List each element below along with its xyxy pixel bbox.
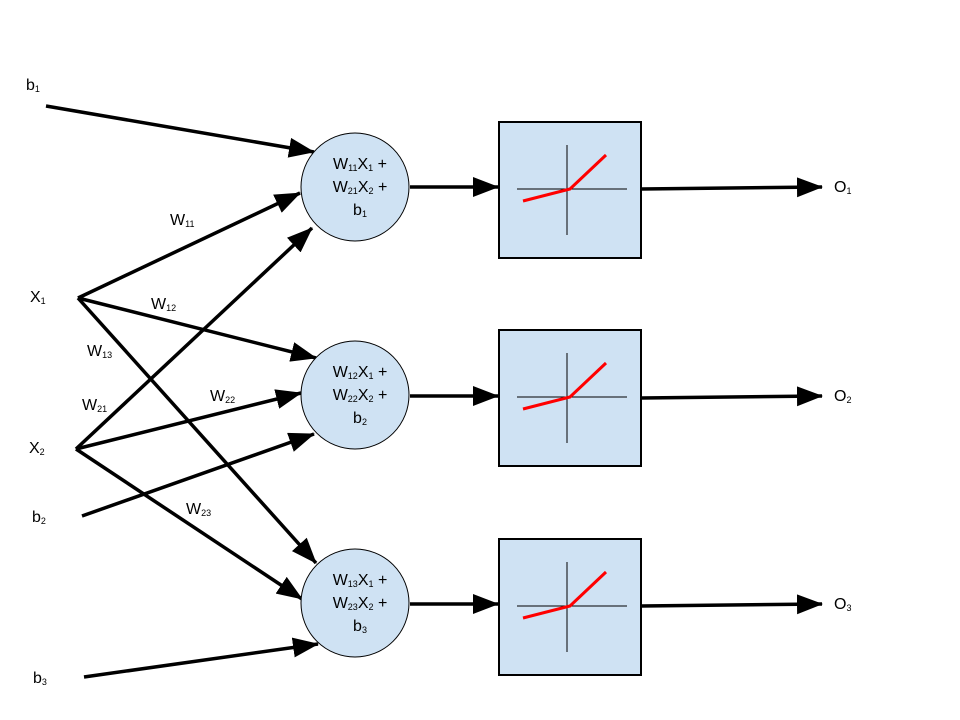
sum-node-1-text: W11X1 + W21X2 + b1: [332, 156, 388, 219]
output-label-o1: O1: [834, 179, 852, 196]
weight-label-w23: W23: [186, 501, 212, 518]
edge-act3-out3: [640, 594, 823, 615]
weight-label-w11: W11: [170, 212, 195, 229]
edge-x1-sum1: [77, 191, 301, 300]
input-label-x1: X1: [30, 289, 46, 306]
edge-x2-sum2: [75, 389, 302, 451]
edge-act2-out2: [640, 386, 823, 407]
relu-curve-icon: [522, 570, 608, 620]
weight-label-w21: W21: [82, 397, 108, 414]
activation-box-3: [498, 538, 642, 676]
bias-label-b1: b1: [26, 77, 40, 94]
sum-node-3: [300, 548, 410, 658]
weight-label-w22: W22: [210, 388, 236, 405]
relu-curve-icon: [522, 361, 608, 411]
relu-curve-icon: [522, 153, 608, 203]
input-label-x2: X2: [29, 440, 45, 457]
edge-act1-out1: [640, 177, 823, 198]
sum-node-2: [300, 340, 410, 450]
sum-node-3-text: W13X1 + W23X2 + b3: [332, 572, 388, 635]
sum-node-2-text: W12X1 + W22X2 + b2: [332, 364, 388, 427]
output-label-o3: O3: [834, 596, 852, 613]
edge-b2-sum2: [81, 432, 315, 518]
activation-box-1: [498, 121, 642, 259]
sum-node-1: [300, 132, 410, 242]
bias-label-b2: b2: [32, 509, 46, 526]
bias-label-b3: b3: [33, 670, 47, 687]
edge-x1-sum2: [77, 296, 317, 362]
edge-x1-sum3: [76, 296, 318, 565]
output-label-o2: O2: [834, 388, 852, 405]
weight-label-w12: W12: [151, 296, 177, 313]
edge-x2-sum3: [75, 447, 303, 601]
edge-b3-sum3: [83, 637, 319, 679]
edge-b1-sum1: [45, 104, 315, 158]
activation-box-2: [498, 329, 642, 467]
weight-label-w13: W13: [87, 343, 113, 360]
edge-x2-sum1: [74, 226, 314, 451]
